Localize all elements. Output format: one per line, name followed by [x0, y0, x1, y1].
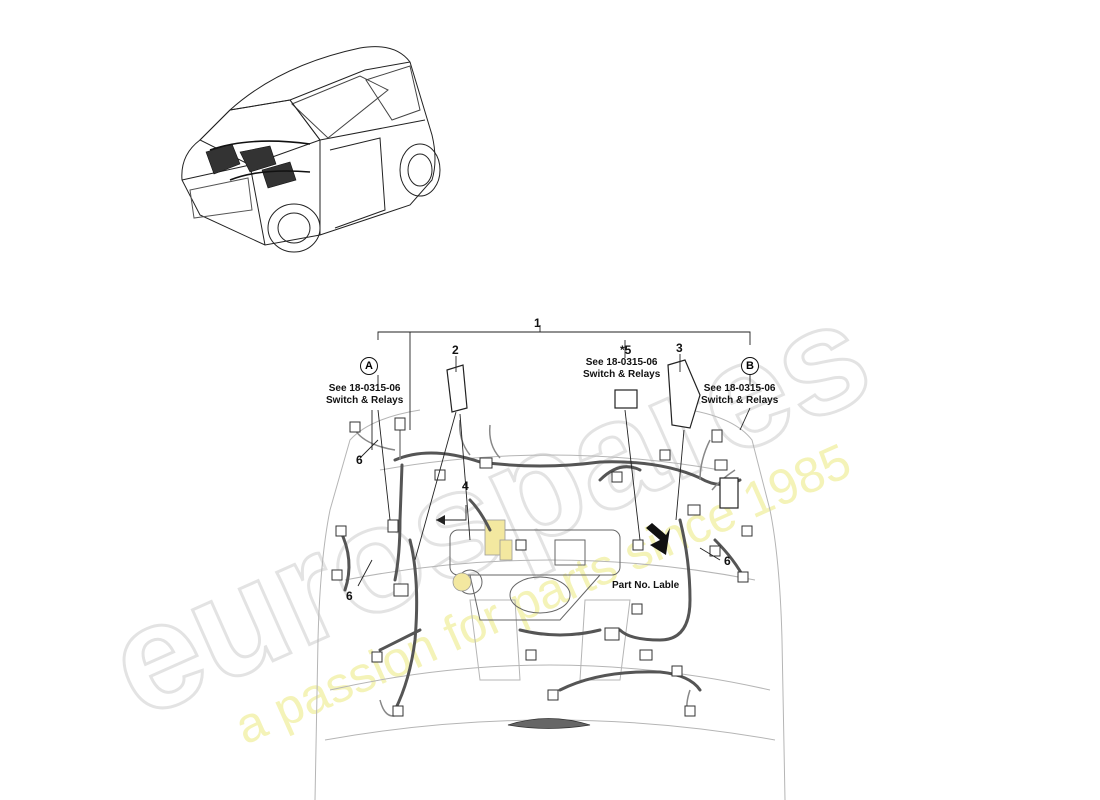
arrow-4-icon [436, 515, 445, 525]
callout-6-left-upper: 6 [356, 453, 363, 467]
callout-4: 4 [462, 479, 469, 493]
reference-b: See 18-0315-06 Switch & Relays [701, 383, 778, 407]
callout-3: 3 [676, 341, 683, 355]
reference-b-line1: See 18-0315-06 [703, 383, 776, 394]
reference-5-line2: Switch & Relays [583, 369, 661, 380]
reference-5-line1: See 18-0315-06 [585, 357, 658, 368]
callout-5: *5 [620, 343, 632, 357]
part-number-label-note: Part No. Lable [612, 580, 680, 591]
car-overview-illustration [181, 46, 441, 253]
callout-6-left-lower: 6 [346, 589, 353, 603]
reference-5: See 18-0315-06 Switch & Relays [583, 357, 660, 381]
reference-a-line2: Switch & Relays [326, 395, 404, 406]
reference-b-line2: Switch & Relays [701, 395, 779, 406]
reference-a-line1: See 18-0315-06 [328, 383, 401, 394]
circle-a-marker: A [360, 357, 378, 375]
part-label-arrow-icon [646, 523, 670, 555]
callout-6-right: 6 [724, 554, 731, 568]
reference-a: See 18-0315-06 Switch & Relays [326, 383, 403, 407]
callout-2: 2 [452, 343, 459, 357]
circle-b-marker: B [741, 357, 759, 375]
callout-1: 1 [534, 316, 541, 330]
